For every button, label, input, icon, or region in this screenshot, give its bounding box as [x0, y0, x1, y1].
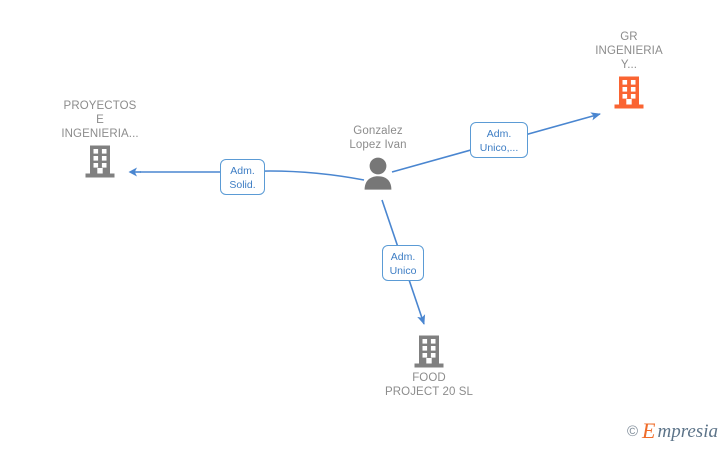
edge-label-adm-unico-food-project[interactable]: Adm. Unico — [382, 245, 424, 281]
empresia-watermark: © E mpresia — [627, 420, 718, 442]
copyright-icon: © — [626, 422, 639, 440]
person-icon — [364, 157, 392, 190]
node-company-gr-ingenieria[interactable]: GR INGENIERIA Y... — [554, 30, 704, 109]
node-company-food-project-20-sl[interactable]: FOOD PROJECT 20 SL — [354, 334, 504, 399]
edge-label-adm-unico-gr-ingenieria[interactable]: Adm. Unico,... — [470, 122, 528, 158]
edge-label-adm-solid-proyectos[interactable]: Adm. Solid. — [220, 159, 265, 195]
node-label-proyectos-e-ingenieria: PROYECTOS E INGENIERIA... — [61, 100, 139, 140]
node-person-gonzalez-lopez-ivan[interactable]: Gonzalez Lopez Ivan — [303, 124, 453, 190]
node-label-gonzalez-lopez-ivan: Gonzalez Lopez Ivan — [349, 125, 407, 151]
brand-initial: E — [642, 418, 656, 443]
building-icon — [414, 335, 444, 368]
node-label-food-project-20-sl: FOOD PROJECT 20 SL — [384, 372, 473, 398]
node-label-gr-ingenieria: GR INGENIERIA Y... — [595, 31, 663, 71]
brand-name: mpresia — [657, 420, 718, 442]
building-icon — [85, 145, 115, 178]
building-icon — [614, 76, 644, 109]
node-company-proyectos-e-ingenieria[interactable]: PROYECTOS E INGENIERIA... — [25, 99, 175, 178]
